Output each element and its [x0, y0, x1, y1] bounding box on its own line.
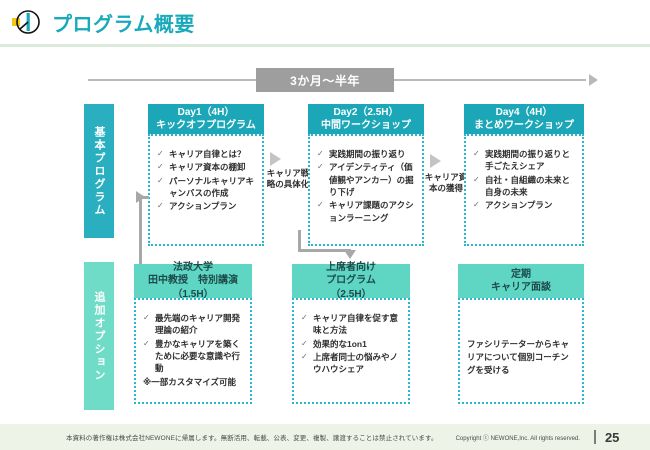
- list-item: 実践期間の振り返りと手ごたえシェア: [473, 148, 575, 173]
- card-day1-title-line1: Day1（4H）: [177, 106, 235, 118]
- card-day1-title-line2: キックオフプログラム: [156, 120, 256, 131]
- footer-divider: [593, 430, 596, 444]
- card-day2-title-line2: 中間ワークショップ: [321, 120, 411, 131]
- flow-connector-mid-arrow-icon: [344, 250, 356, 259]
- card-option-hosei-title-line2: 田中教授 特別講演: [148, 275, 238, 287]
- connector-arrow-1-icon: [270, 152, 281, 166]
- card-day1-bullets: キャリア自律とは？ キャリア資本の棚卸 パーソナルキャリアキャンバスの作成 アク…: [157, 148, 255, 213]
- list-item: 最先端のキャリア開発理論の紹介: [143, 312, 243, 337]
- card-option-periodic-header: 定期 キャリア面談: [458, 264, 584, 298]
- card-day1-header: Day1（4H） キックオフプログラム: [148, 104, 264, 134]
- header-divider: [0, 44, 650, 47]
- card-option-senior-program[interactable]: 上席者向け プログラム （2.5H） キャリア自律を促す意味と方法 効果的な1o…: [292, 261, 410, 404]
- list-item: 効果的な1on1: [301, 338, 401, 350]
- card-day4-header: Day4（4H） まとめワークショップ: [464, 104, 584, 134]
- card-day4-body: 実践期間の振り返りと手ごたえシェア 自社・自組織の未来と自身の未来 アクションプ…: [464, 134, 584, 246]
- clock-logo-icon: [12, 7, 42, 37]
- card-day1[interactable]: Day1（4H） キックオフプログラム キャリア自律とは？ キャリア資本の棚卸 …: [148, 104, 264, 246]
- card-day2[interactable]: Day2（2.5H） 中間ワークショップ 実践期間の振り返り アイデンティティ（…: [308, 104, 424, 246]
- footer-legal-note: 本資料の著作権は株式会社NEWONEに帰属します。無断活用、転載、公表、変更、複…: [66, 435, 438, 442]
- list-item: 実践期間の振り返り: [317, 148, 415, 160]
- card-day2-body: 実践期間の振り返り アイデンティティ（価値観やアンカー）の掘り下げ キャリア課題…: [308, 134, 424, 246]
- card-option-senior-title-line3: （2.5H）: [330, 288, 372, 300]
- list-item: アクションプラン: [157, 200, 255, 212]
- list-item: アクションプラン: [473, 199, 575, 211]
- card-option-hosei-note: ※一部カスタマイズ可能: [143, 376, 237, 387]
- card-day4-title-line2: まとめワークショップ: [474, 120, 574, 131]
- page-title: プログラム概要: [52, 13, 195, 36]
- card-option-senior-body: キャリア自律を促す意味と方法 効果的な1on1 上席者同士の悩みやノウハウシェア: [292, 298, 410, 404]
- timeline-arrow-icon: [589, 74, 598, 86]
- list-item: パーソナルキャリアキャンバスの作成: [157, 175, 255, 200]
- card-option-senior-title-line2: プログラム: [326, 275, 376, 287]
- card-option-senior-title-line1: 上席者向け: [326, 261, 376, 273]
- card-day1-body: キャリア自律とは？ キャリア資本の棚卸 パーソナルキャリアキャンバスの作成 アク…: [148, 134, 264, 246]
- card-option-hosei-bullets: 最先端のキャリア開発理論の紹介 豊かなキャリアを築くために必要な意識や行動: [143, 312, 243, 375]
- card-day2-title-line1: Day2（2.5H）: [333, 106, 399, 118]
- card-option-periodic-body: ファシリテーターからキャリアについて個別コーチングを受ける: [458, 298, 584, 404]
- card-option-senior-bullets: キャリア自律を促す意味と方法 効果的な1on1 上席者同士の悩みやノウハウシェア: [301, 312, 401, 376]
- card-option-periodic-title-line1: 定期: [511, 268, 531, 280]
- card-day4[interactable]: Day4（4H） まとめワークショップ 実践期間の振り返りと手ごたえシェア 自社…: [464, 104, 584, 246]
- card-option-hosei-title-line3: （1.5H）: [172, 288, 214, 300]
- list-item: キャリア資本の棚卸: [157, 161, 255, 173]
- card-option-hosei-lecture[interactable]: 法政大学 田中教授 特別講演 （1.5H） 最先端のキャリア開発理論の紹介 豊か…: [134, 261, 252, 404]
- card-day2-bullets: 実践期間の振り返り アイデンティティ（価値観やアンカー）の掘り下げ キャリア課題…: [317, 148, 415, 224]
- flow-connector-left-arrow-icon: [136, 191, 145, 203]
- list-item: アイデンティティ（価値観やアンカー）の掘り下げ: [317, 161, 415, 198]
- page-footer: 本資料の著作権は株式会社NEWONEに帰属します。無断活用、転載、公表、変更、複…: [0, 424, 650, 450]
- list-item: キャリア自律を促す意味と方法: [301, 312, 401, 337]
- list-item: 自社・自組織の未来と自身の未来: [473, 174, 575, 199]
- card-day4-bullets: 実践期間の振り返りと手ごたえシェア 自社・自組織の未来と自身の未来 アクションプ…: [473, 148, 575, 212]
- card-option-periodic-text: ファシリテーターからキャリアについて個別コーチングを受ける: [467, 339, 570, 375]
- sidebar-label-additional-option: 追加オプション: [84, 262, 114, 410]
- timeline: 3か月～半年: [88, 68, 598, 92]
- card-option-hosei-title-line1: 法政大学: [173, 261, 213, 273]
- footer-copyright: Copyright ⓒ NEWONE,Inc. All rights reser…: [455, 435, 580, 442]
- flow-connector-mid-vertical: [298, 230, 301, 252]
- card-day4-title-line1: Day4（4H）: [495, 106, 553, 118]
- list-item: キャリア課題のアクションラーニング: [317, 199, 415, 224]
- card-option-hosei-body: 最先端のキャリア開発理論の紹介 豊かなキャリアを築くために必要な意識や行動 ※一…: [134, 298, 252, 404]
- flow-connector-mid-horizontal: [298, 249, 351, 252]
- card-option-hosei-header: 法政大学 田中教授 特別講演 （1.5H）: [134, 261, 252, 300]
- card-option-senior-header: 上席者向け プログラム （2.5H）: [292, 261, 410, 300]
- flow-connector-left-vertical: [139, 196, 142, 264]
- card-day2-header: Day2（2.5H） 中間ワークショップ: [308, 104, 424, 134]
- list-item: キャリア自律とは？: [157, 148, 255, 160]
- list-item: 上席者同士の悩みやノウハウシェア: [301, 351, 401, 376]
- sidebar-label-basic-program: 基本プログラム: [84, 104, 114, 238]
- page-header: プログラム概要: [0, 0, 650, 44]
- connector-label-1: キャリア戦略の具体化: [266, 168, 310, 190]
- connector-label-2: キャリア資本の獲得: [424, 172, 468, 194]
- page-number: 25: [604, 429, 620, 445]
- list-item: 豊かなキャリアを築くために必要な意識や行動: [143, 338, 243, 375]
- connector-arrow-2-icon: [430, 154, 441, 168]
- card-option-periodic-title-line2: キャリア面談: [491, 282, 551, 293]
- card-option-periodic-interview[interactable]: 定期 キャリア面談 ファシリテーターからキャリアについて個別コーチングを受ける: [458, 264, 584, 404]
- timeline-duration-label: 3か月～半年: [256, 68, 394, 92]
